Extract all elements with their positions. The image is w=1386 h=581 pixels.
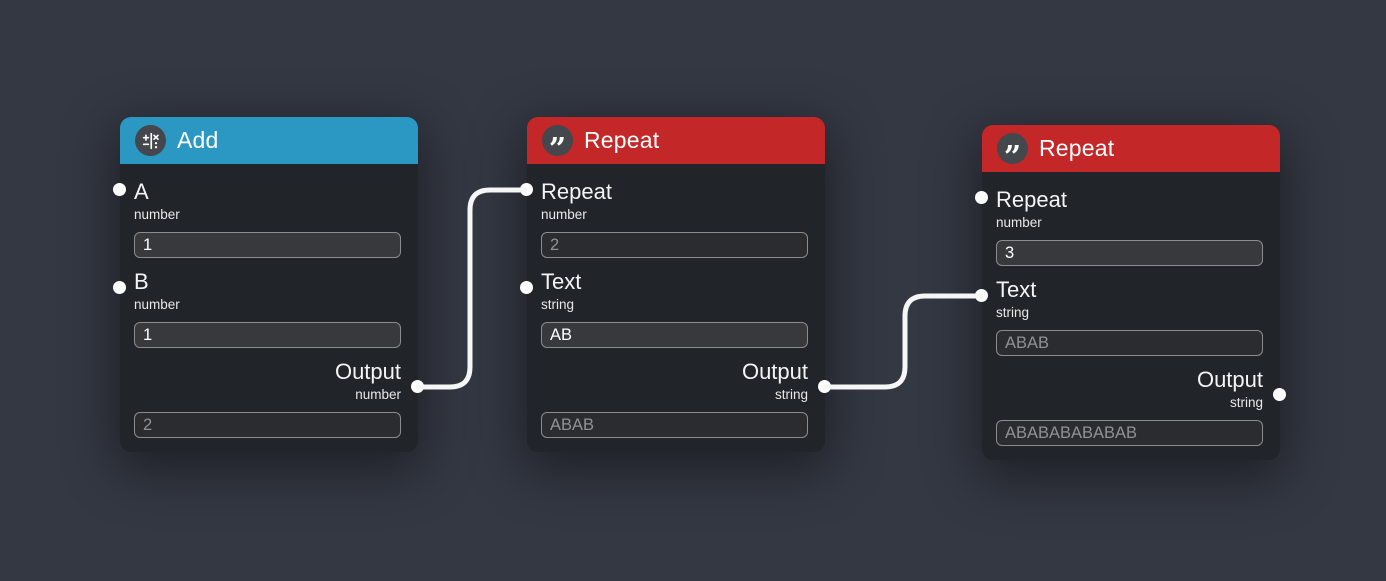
port-input-text[interactable]	[520, 281, 533, 294]
port-output[interactable]	[818, 380, 831, 393]
output-label: Output	[1196, 367, 1263, 392]
port-output[interactable]	[411, 380, 424, 393]
port-input-repeat[interactable]	[975, 191, 988, 204]
node-repeat-2-body: Repeat number Text string Output string	[982, 172, 1280, 460]
input-text-type: string	[996, 305, 1030, 320]
wire-add-output-to-repeat1-repeat[interactable]	[415, 187, 528, 390]
output-type: string	[1229, 395, 1263, 410]
port-input-a[interactable]	[113, 183, 126, 196]
row-input-repeat: Repeat number	[996, 186, 1263, 266]
node-title: Repeat	[584, 127, 660, 153]
input-b-value-field[interactable]	[134, 322, 401, 348]
output-type: number	[355, 387, 401, 402]
input-a-type: number	[134, 207, 180, 222]
node-repeat-1-body: Repeat number Text string Output string	[527, 164, 825, 452]
node-add-body: A number B number Output number	[120, 164, 418, 452]
output-label: Output	[334, 359, 401, 384]
port-input-b[interactable]	[113, 281, 126, 294]
input-repeat-type: number	[996, 215, 1042, 230]
input-repeat-value-field[interactable]	[996, 240, 1263, 266]
math-operations-icon	[135, 125, 166, 156]
output-value-field	[541, 412, 808, 438]
node-repeat-1[interactable]: ” Repeat Repeat number Text string Outpu…	[520, 117, 831, 452]
input-b-label: B	[134, 269, 149, 294]
row-input-text: Text string	[541, 268, 808, 348]
port-input-repeat[interactable]	[520, 183, 533, 196]
input-repeat-value-field	[541, 232, 808, 258]
row-output: Output string	[541, 358, 808, 438]
input-text-label: Text	[541, 269, 582, 294]
quote-icon: ”	[542, 125, 573, 156]
port-input-text[interactable]	[975, 289, 988, 302]
node-add-header[interactable]: Add	[120, 117, 418, 164]
input-repeat-type: number	[541, 207, 587, 222]
input-text-value-field[interactable]	[541, 322, 808, 348]
wire-repeat1-output-to-repeat2-text[interactable]	[822, 293, 983, 390]
row-input-a: A number	[134, 178, 401, 258]
input-b-type: number	[134, 297, 180, 312]
output-type: string	[774, 387, 808, 402]
quote-icon: ”	[997, 133, 1028, 164]
row-output: Output string	[996, 366, 1263, 446]
input-text-value-field	[996, 330, 1263, 356]
row-input-b: B number	[134, 268, 401, 348]
port-output[interactable]	[1273, 388, 1286, 401]
output-label: Output	[741, 359, 808, 384]
node-title: Add	[177, 127, 219, 153]
node-title: Repeat	[1039, 135, 1115, 161]
input-a-label: A	[134, 179, 149, 204]
output-value-field	[996, 420, 1263, 446]
node-repeat-1-header[interactable]: ” Repeat	[527, 117, 825, 164]
row-input-repeat: Repeat number	[541, 178, 808, 258]
input-a-value-field[interactable]	[134, 232, 401, 258]
node-repeat-2[interactable]: ” Repeat Repeat number Text string Outpu…	[975, 125, 1286, 460]
node-add[interactable]: Add A number B number Output number	[113, 117, 424, 452]
row-input-text: Text string	[996, 276, 1263, 356]
input-repeat-label: Repeat	[541, 179, 612, 204]
input-text-label: Text	[996, 277, 1037, 302]
node-repeat-2-header[interactable]: ” Repeat	[982, 125, 1280, 172]
output-value-field	[134, 412, 401, 438]
input-text-type: string	[541, 297, 575, 312]
row-output: Output number	[134, 358, 401, 438]
input-repeat-label: Repeat	[996, 187, 1067, 212]
